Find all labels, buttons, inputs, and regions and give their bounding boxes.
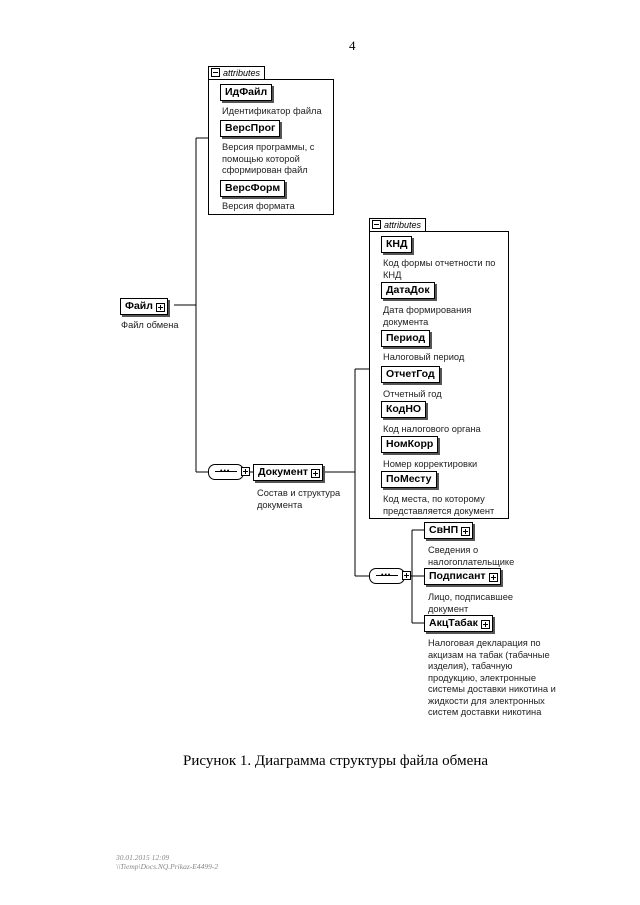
- collapse-icon: [372, 220, 381, 230]
- node-label: СвНП: [429, 524, 459, 536]
- attr-datadok-description: Дата формирования документа: [383, 305, 472, 327]
- attributes-tab-label: attributes: [223, 68, 261, 78]
- attr-idfile[interactable]: ИдФайл: [220, 84, 273, 101]
- attr-knd[interactable]: КНД: [381, 236, 413, 253]
- attributes-tab[interactable]: attributes: [208, 66, 266, 79]
- expand-icon[interactable]: [241, 467, 250, 476]
- attr-period[interactable]: Период: [381, 330, 431, 347]
- node-label: КодНО: [386, 403, 422, 415]
- sequence-dots-icon: •••: [220, 468, 231, 475]
- attr-otchetgod-description: Отчетный год: [383, 389, 442, 399]
- node-label: ВерсФорм: [225, 182, 281, 194]
- attr-otchetgod[interactable]: ОтчетГод: [381, 366, 440, 383]
- collapse-icon: [211, 68, 220, 78]
- attr-versform-description: Версия формата: [222, 201, 295, 211]
- attributes-tab-label: attributes: [384, 220, 422, 230]
- expand-icon[interactable]: [155, 303, 165, 312]
- node-label: АкцТабак: [429, 617, 478, 629]
- child-svnp[interactable]: СвНП: [424, 522, 474, 539]
- node-label: ОтчетГод: [386, 368, 435, 380]
- attr-versprog-description: Версия программы, с помощью которой сфор…: [222, 142, 315, 175]
- node-label: Подписант: [429, 570, 486, 582]
- page-number: 4: [349, 38, 356, 53]
- expand-icon[interactable]: [488, 573, 498, 582]
- figure-caption: Рисунок 1. Диаграмма структуры файла обм…: [183, 753, 489, 769]
- node-label: Файл: [125, 300, 153, 312]
- expand-icon[interactable]: [461, 527, 471, 536]
- sequence-dots-icon: •••: [381, 572, 392, 579]
- attr-nomkorr[interactable]: НомКорр: [381, 436, 439, 453]
- node-label: Период: [386, 332, 426, 344]
- node-label: КНД: [386, 238, 408, 250]
- footer-date: 30.01.2015 12:09: [116, 853, 170, 862]
- footer-path: \\Tiemp\Docs.NQ.Prikaz-E4499-2: [116, 862, 219, 871]
- node-label: ИдФайл: [225, 86, 268, 98]
- child-akctabak-description: Налоговая декларация по акцизам на табак…: [428, 638, 556, 717]
- node-label: ПоМесту: [386, 473, 432, 485]
- attr-pomestu-description: Код места, по которому представляется до…: [383, 494, 495, 516]
- child-akctabak[interactable]: АкцТабак: [424, 615, 493, 632]
- expand-icon[interactable]: [480, 620, 490, 629]
- attr-kodno-description: Код налогового органа: [383, 424, 481, 434]
- node-label: ВерсПрог: [225, 122, 276, 134]
- attr-versprog[interactable]: ВерсПрог: [220, 120, 281, 137]
- expand-icon[interactable]: [311, 469, 321, 478]
- node-label: НомКорр: [386, 438, 434, 450]
- document-description: Состав и структура документа: [257, 488, 341, 510]
- footer-stamp: 30.01.2015 12:09 \\Tiemp\Docs.NQ.Prikaz-…: [116, 853, 218, 871]
- child-svnp-description: Сведения о налогоплательщике: [428, 545, 515, 567]
- attr-idfile-description: Идентификатор файла: [222, 106, 322, 116]
- sequence-compositor-icon[interactable]: •••: [369, 568, 405, 584]
- attr-knd-description: Код формы отчетности по КНД: [383, 258, 496, 280]
- attr-versform[interactable]: ВерсФорм: [220, 180, 286, 197]
- child-podpisant[interactable]: Подписант: [424, 568, 501, 585]
- attr-pomestu[interactable]: ПоМесту: [381, 471, 437, 488]
- sequence-compositor-icon[interactable]: •••: [208, 464, 244, 480]
- child-podpisant-description: Лицо, подписавшее документ: [428, 592, 514, 614]
- attr-nomkorr-description: Номер корректировки: [383, 459, 478, 469]
- attr-datadok[interactable]: ДатаДок: [381, 282, 435, 299]
- expand-icon[interactable]: [402, 571, 411, 580]
- attributes-tab[interactable]: attributes: [369, 218, 427, 231]
- attr-period-description: Налоговый период: [383, 352, 465, 362]
- document-node[interactable]: Документ: [253, 464, 324, 481]
- root-node-file[interactable]: Файл: [120, 298, 168, 315]
- node-label: ДатаДок: [386, 284, 430, 296]
- node-label: Документ: [258, 466, 309, 478]
- attr-kodno[interactable]: КодНО: [381, 401, 427, 418]
- root-description: Файл обмена: [121, 320, 179, 330]
